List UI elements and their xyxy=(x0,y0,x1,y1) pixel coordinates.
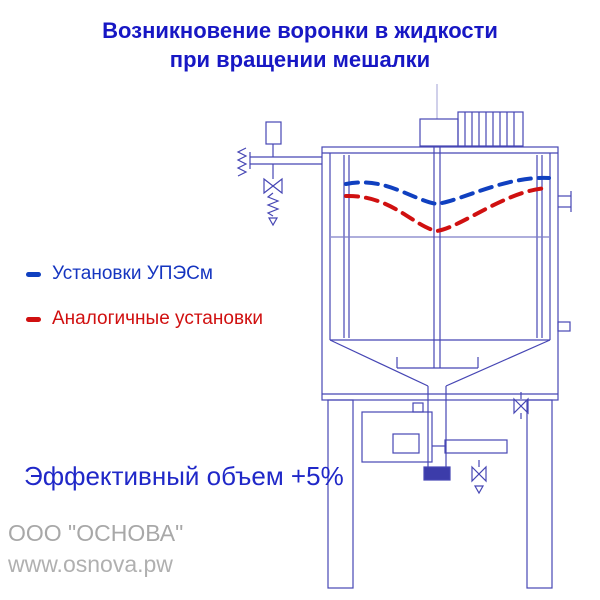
motor xyxy=(419,111,524,147)
legend-label-upesm: Установки УПЭСм xyxy=(52,263,213,284)
watermark: ООО "ОСНОВА" www.osnova.pw xyxy=(8,518,183,580)
analog-vortex-curve xyxy=(344,186,551,234)
bottom-equipment xyxy=(361,402,508,463)
agitator-shaft xyxy=(433,146,441,368)
discharge-pipe xyxy=(427,386,447,467)
support-legs xyxy=(327,399,553,589)
watermark-company: ООО "ОСНОВА" xyxy=(8,520,184,546)
cone-bottom xyxy=(329,339,551,387)
left-valve-assembly xyxy=(236,121,322,227)
drain-valve-lower xyxy=(471,460,487,495)
right-nozzle-mid xyxy=(557,321,571,332)
page-title: Возникновение воронки в жидкости при вра… xyxy=(0,16,600,74)
drain-valve-upper xyxy=(513,392,529,419)
legend-item-upesm: Установки УПЭСм xyxy=(26,262,263,286)
legend: Установки УПЭСм Аналогичные установки xyxy=(26,262,263,352)
blue-dash-swatch xyxy=(26,271,41,277)
upesm-vortex-curve xyxy=(344,175,551,207)
right-nozzle-top xyxy=(558,191,572,212)
impeller xyxy=(396,357,479,369)
discharge-flange xyxy=(423,466,451,481)
baffles xyxy=(343,155,543,338)
watermark-website: www.osnova.pw xyxy=(8,551,173,578)
effective-volume-label: Эффективный объем +5% xyxy=(24,461,344,491)
legend-item-analog: Аналогичные установки xyxy=(26,307,263,331)
legend-label-analog: Аналогичные установки xyxy=(52,308,263,329)
red-dash-swatch xyxy=(26,316,41,322)
page-title-line2: при вращении мешалки xyxy=(169,47,431,73)
page-title-line1: Возникновение воронки в жидкости xyxy=(102,18,498,43)
